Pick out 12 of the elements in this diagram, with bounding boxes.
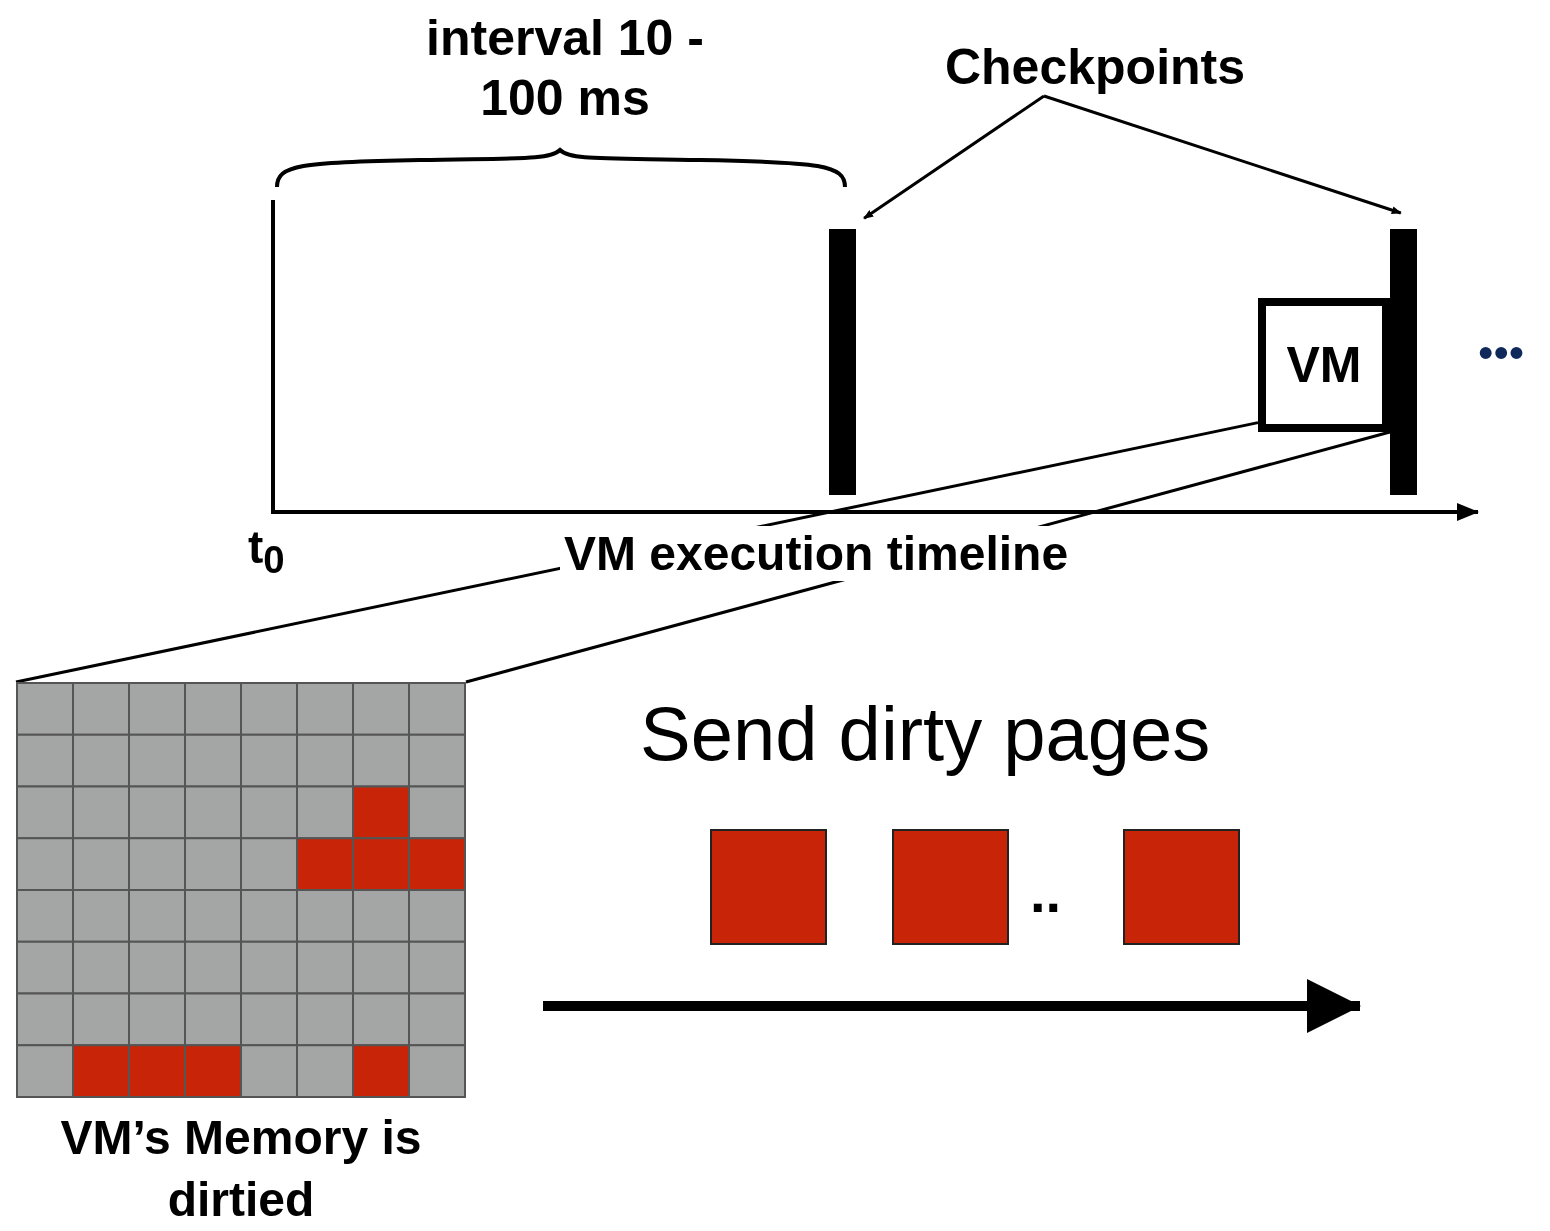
ellipsis-mark: ••• (1478, 328, 1525, 378)
time-label: t$_{0}$ (248, 520, 285, 583)
leader-arrow (1043, 94, 1402, 215)
vm-box: VM (1258, 298, 1390, 432)
callout-label: Checkpoints (925, 38, 1265, 96)
leader-arrow (863, 94, 1045, 220)
memory-label: VM’s Memory is dirtied (59, 1110, 423, 1228)
ellipsis-mark: .. (1030, 860, 1062, 925)
interval-label: interval 10 - 100 ms (425, 9, 705, 128)
checkpoint-bar (1390, 229, 1417, 495)
heading: Send dirty pages (640, 690, 1211, 777)
checkpoint-bar (829, 229, 856, 495)
